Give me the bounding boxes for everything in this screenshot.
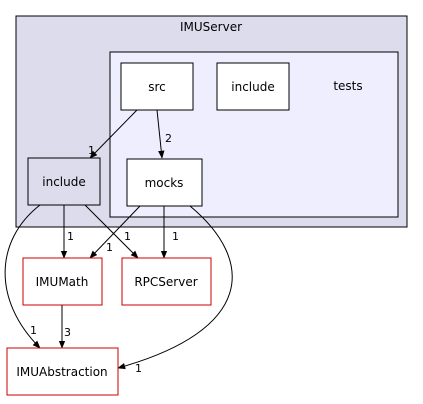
- node-tests-include-box: [216, 62, 290, 111]
- edge-label-mocks-imuabstraction[interactable]: 1: [135, 362, 142, 375]
- edge-label-include-imumath[interactable]: 1: [67, 230, 74, 243]
- node-mocks-box: [126, 158, 203, 207]
- edges: [4, 109, 233, 370]
- node-src-box: [120, 62, 194, 111]
- edge-label-src-mocks[interactable]: 2: [165, 132, 172, 145]
- node-mocks-label: mocks: [145, 176, 184, 190]
- edge-label-imumath-imuabstraction[interactable]: 3: [64, 326, 71, 339]
- node-tests-include[interactable]: include: [216, 62, 290, 111]
- node-rpcserver-box: [121, 257, 212, 306]
- node-rpcserver[interactable]: RPCServer: [121, 257, 212, 306]
- node-imuabstraction-label: IMUAbstraction: [16, 365, 107, 379]
- node-mocks[interactable]: mocks: [126, 158, 203, 207]
- node-include-label: include: [42, 175, 85, 189]
- edge-include-rpcserver: [84, 204, 139, 259]
- node-include[interactable]: include: [27, 157, 101, 206]
- edge-label-include-imuabstraction[interactable]: 1: [30, 324, 37, 337]
- node-imumath[interactable]: IMUMath: [22, 257, 103, 306]
- node-imumath-label: IMUMath: [36, 275, 89, 289]
- edge-mocks-imumath: [89, 205, 141, 259]
- edge-src-include: [89, 109, 138, 159]
- node-imuabstraction-box: [6, 347, 119, 396]
- edge-label-include-rpcserver[interactable]: 1: [124, 230, 131, 243]
- node-rpcserver-label: RPCServer: [134, 275, 197, 289]
- cluster-imuserver-label: IMUServer: [180, 20, 242, 34]
- cluster-tests-label: tests: [333, 79, 362, 93]
- edge-include-imuabstraction: [4, 204, 41, 349]
- edge-src-mocks: [156, 109, 165, 159]
- node-tests-include-label: include: [231, 80, 274, 94]
- node-src-label: src: [148, 80, 166, 94]
- edge-mocks-imuabstraction: [117, 205, 233, 370]
- edge-label-src-include[interactable]: 1: [88, 144, 95, 157]
- node-src[interactable]: src: [120, 62, 194, 111]
- edge-label-mocks-rpcserver[interactable]: 1: [172, 230, 179, 243]
- node-imumath-box: [22, 257, 103, 306]
- edge-labels: 1 2 1 1 1 1 1 1 3: [30, 132, 179, 375]
- edge-label-mocks-imumath[interactable]: 1: [106, 241, 113, 254]
- node-imuabstraction[interactable]: IMUAbstraction: [6, 347, 119, 396]
- node-include-box: [27, 157, 101, 206]
